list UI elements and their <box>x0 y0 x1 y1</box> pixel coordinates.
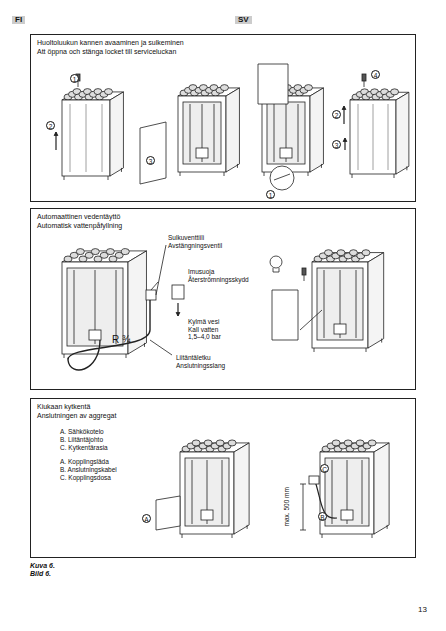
part-label: Avstängningsventil <box>168 242 222 250</box>
callout-number: 1 <box>70 74 79 83</box>
panel-heading: Huoltoluukun kannen avaaminen ja sulkemi… <box>37 39 409 48</box>
service-lid <box>272 290 298 340</box>
part-label: Liitäntäletku <box>176 354 211 362</box>
part-label: SV <box>235 16 252 24</box>
part-label: C. Kopplingsdosa <box>60 474 111 482</box>
part-label: 13 <box>418 606 427 614</box>
part-label: Sulkuventtiili <box>168 234 204 242</box>
callout-number: A <box>142 514 151 523</box>
service-lid <box>156 496 180 530</box>
part-label: B. Anslutningskabel <box>60 466 117 474</box>
part-label: Anslutningsslang <box>176 362 225 370</box>
callout-number: 1 <box>266 190 275 199</box>
line-art <box>54 64 409 538</box>
part-label: max. 500 mm <box>283 487 291 526</box>
heater-drawing <box>312 250 384 352</box>
part-label: R ¾ <box>112 336 130 344</box>
callout-number: 3 <box>146 156 155 165</box>
figure-panel: Huoltoluukun kannen avaaminen ja sulkemi… <box>30 34 416 202</box>
part-label: Kall vatten <box>188 326 218 334</box>
part-label: 1,5–4,0 bar <box>188 333 221 341</box>
callout-number: 2 <box>332 110 341 119</box>
callout-number: 3 <box>332 140 341 149</box>
part-label: Återströmningsskydd <box>188 276 249 284</box>
part-label: FI <box>12 16 25 24</box>
part-label: A. Kopplingsläda <box>60 458 109 466</box>
service-lid <box>258 64 288 104</box>
part-label: Imusuoja <box>188 268 214 276</box>
heater-drawing <box>180 440 249 538</box>
heater-drawing <box>350 89 409 178</box>
panel-heading: Att öppna och stänga locket till service… <box>37 48 409 57</box>
part-label: C. Kytkentärasia <box>60 444 108 452</box>
panel-heading: Anslutningen av aggregat <box>37 412 409 421</box>
heater-drawing <box>178 85 239 176</box>
heater-drawing <box>62 89 123 180</box>
part-label: A. Sähkökotelo <box>60 428 104 436</box>
callout-number: C <box>320 464 329 473</box>
part-label: B. Liitäntäjohto <box>60 436 103 444</box>
part-label: Kylmä vesi <box>188 318 219 326</box>
panel-heading: Automatisk vattenpåfyllning <box>37 222 409 231</box>
figure-caption: Kuva 6. Bild 6. <box>30 562 64 578</box>
callout-number: B <box>318 512 327 521</box>
callout-number: 4 <box>371 70 380 79</box>
panel-heading: Kiukaan kytkentä <box>37 403 409 412</box>
callout-number: 2 <box>46 121 55 130</box>
panel-heading: Automaattinen vedentäyttö <box>37 213 409 222</box>
service-lid <box>140 122 166 184</box>
heater-drawing <box>320 440 389 538</box>
